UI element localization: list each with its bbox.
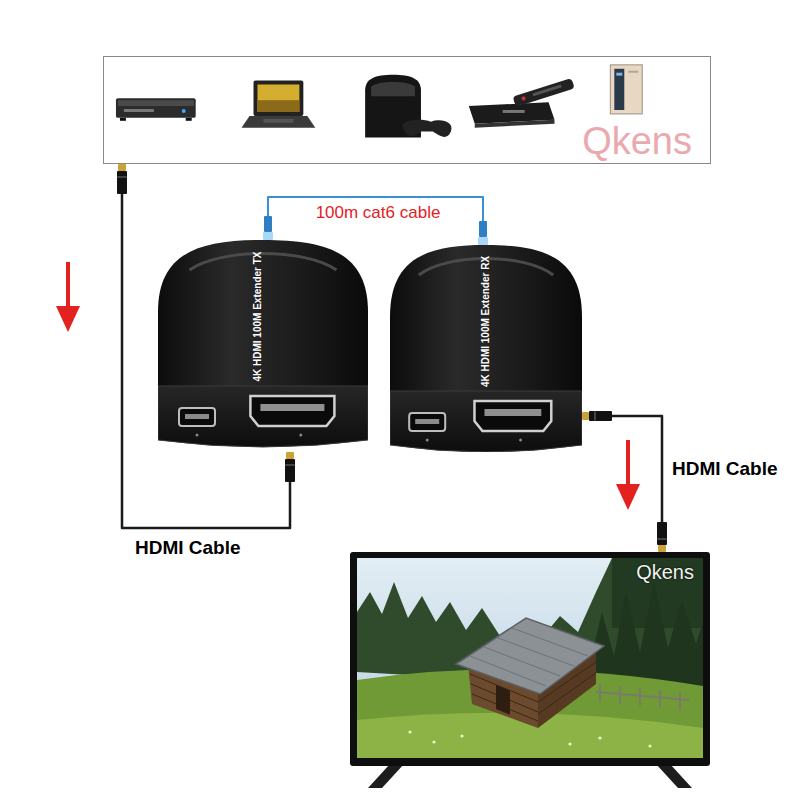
watermark: Qkens <box>636 561 694 583</box>
device-label: 4K HDMI 100M Extender RX <box>481 255 492 386</box>
cable-label: HDMI Cable <box>672 458 778 480</box>
television: Qkens <box>350 552 710 790</box>
hdmi-cable <box>582 411 667 552</box>
watermark: Qkens <box>582 121 692 163</box>
extender-receiver: 4K HDMI 100M Extender RX <box>390 245 582 452</box>
cable-line <box>582 416 662 552</box>
network-cable <box>263 197 488 245</box>
extender-transmitter: 4K HDMI 100M Extender TX <box>158 240 368 452</box>
cable-line <box>268 197 483 245</box>
cable-label: 100m cat6 cable <box>316 203 441 223</box>
source-devices-panel: Qkens <box>103 56 711 164</box>
device-label: 4K HDMI 100M Extender TX <box>251 251 262 381</box>
cable-label: HDMI Cable <box>135 537 241 559</box>
